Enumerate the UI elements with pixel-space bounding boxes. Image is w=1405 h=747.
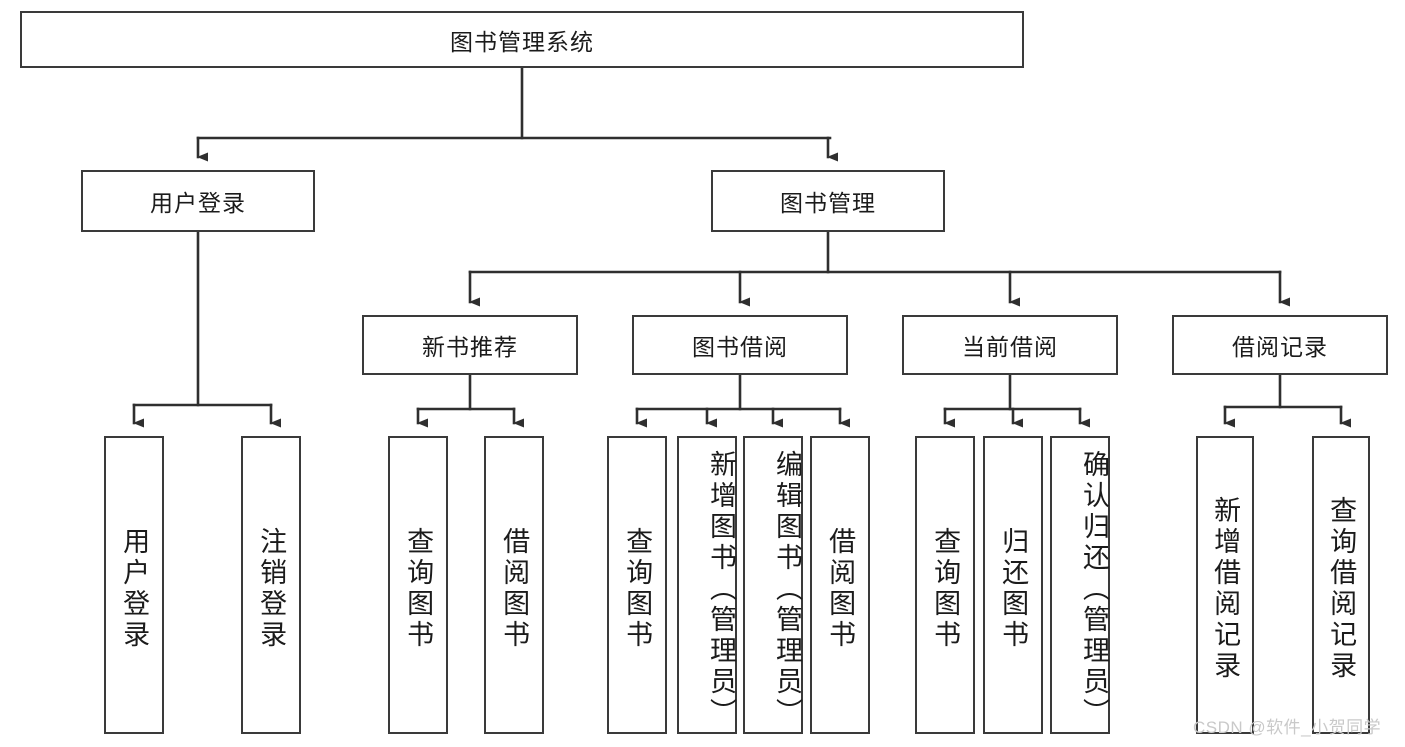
node-leaf-query-book-2[interactable]: 查询图书 [607,436,667,734]
node-label: 注销登录 [256,527,287,651]
node-label: 用户登录 [150,190,246,216]
node-label: 新书推荐 [422,334,518,360]
node-leaf-query-record[interactable]: 查询借阅记录 [1312,436,1370,734]
node-book-manage[interactable]: 图书管理 [711,170,945,232]
node-label: 查询图书 [403,527,434,651]
watermark: CSDN @软件_小贺同学 [1193,718,1382,737]
node-label: 查询图书 [930,527,961,651]
node-leaf-add-book[interactable]: 新增图书（管理员） [677,436,737,734]
node-label: 确认归还（管理员） [1079,449,1109,729]
node-label: 新增借阅记录 [1210,496,1241,682]
node-label: 当前借阅 [962,334,1058,360]
node-leaf-logout[interactable]: 注销登录 [241,436,301,734]
node-label: 查询借阅记录 [1326,496,1357,682]
node-label: 图书管理 [780,190,876,216]
node-label: 借阅图书 [499,527,530,651]
node-label: 借阅记录 [1232,334,1328,360]
node-new-book-recommend[interactable]: 新书推荐 [362,315,578,375]
node-label: 借阅图书 [825,527,856,651]
node-label: 图书管理系统 [450,28,594,55]
node-current-borrow[interactable]: 当前借阅 [902,315,1118,375]
node-leaf-edit-book[interactable]: 编辑图书（管理员） [743,436,803,734]
node-leaf-confirm-return[interactable]: 确认归还（管理员） [1050,436,1110,734]
node-leaf-return-book[interactable]: 归还图书 [983,436,1043,734]
node-leaf-user-login[interactable]: 用户登录 [104,436,164,734]
node-label: 图书借阅 [692,334,788,360]
node-user-login[interactable]: 用户登录 [81,170,315,232]
node-label: 编辑图书（管理员） [772,449,802,729]
node-label: 用户登录 [119,527,150,651]
node-leaf-add-record[interactable]: 新增借阅记录 [1196,436,1254,734]
node-label: 查询图书 [622,527,653,651]
node-borrow-record[interactable]: 借阅记录 [1172,315,1388,375]
node-leaf-query-book-3[interactable]: 查询图书 [915,436,975,734]
node-leaf-query-book-1[interactable]: 查询图书 [388,436,448,734]
node-book-borrow[interactable]: 图书借阅 [632,315,848,375]
node-leaf-borrow-book-2[interactable]: 借阅图书 [810,436,870,734]
node-root[interactable]: 图书管理系统 [20,11,1024,68]
node-label: 新增图书（管理员） [706,449,736,729]
node-leaf-borrow-book-1[interactable]: 借阅图书 [484,436,544,734]
node-label: 归还图书 [998,527,1029,651]
